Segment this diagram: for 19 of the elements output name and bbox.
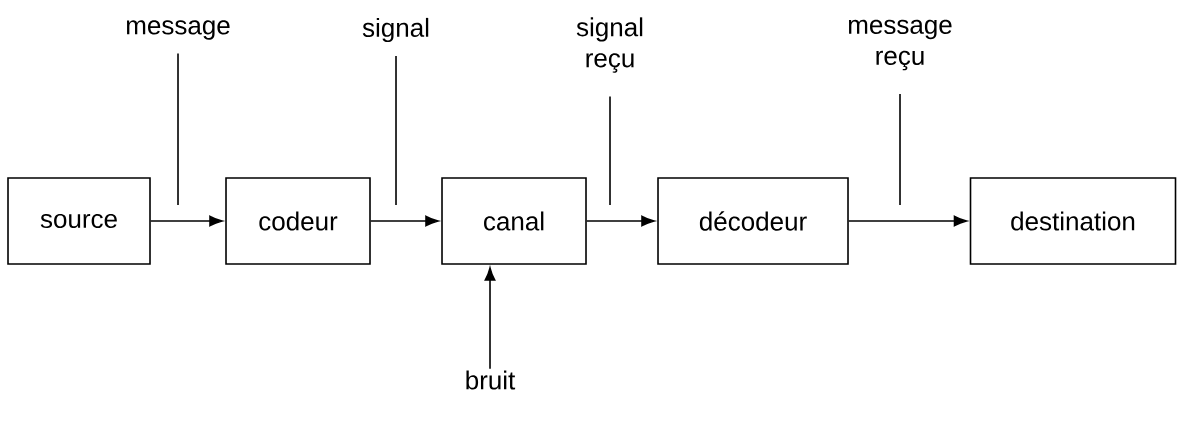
leader-line [899,93,901,206]
arrow [370,215,439,227]
noise-label: bruit [466,370,516,390]
process-box: canal [441,177,587,265]
leader-line [177,52,179,206]
signal-label: message [127,20,230,40]
arrow [586,215,655,227]
arrow [484,267,496,370]
process-box: codeur [225,177,371,265]
leader-line [609,95,611,206]
process-box: décodeur [657,177,849,265]
signal-label: message reçu [849,19,952,71]
process-box: source [7,177,151,265]
signal-label: signal reçu [576,17,643,73]
arrow [150,215,223,227]
arrow [848,215,968,227]
leader-line [395,55,397,206]
process-box: destination [969,177,1177,265]
signal-label: signal [362,17,429,43]
